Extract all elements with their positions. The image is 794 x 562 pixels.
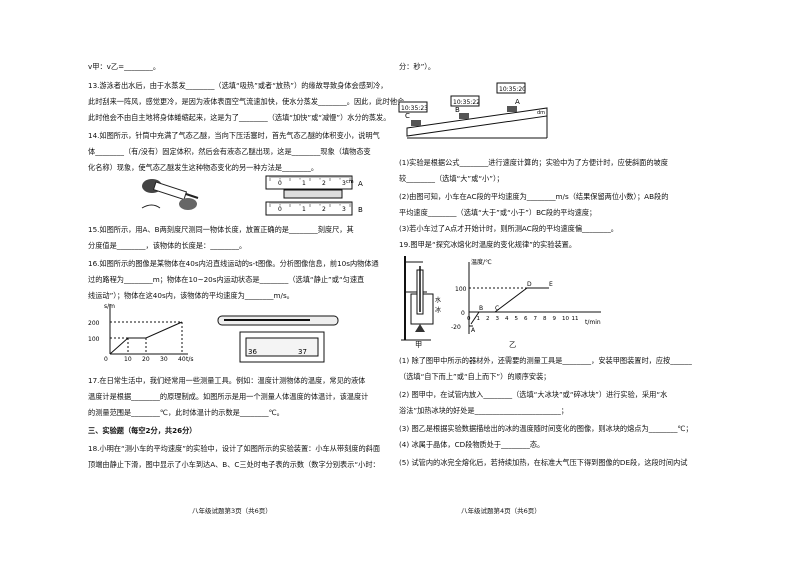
q19-part2-line1: (2) 图甲中，在试管内放入________（选填“大冰块”或“碎冰块”）进行实…: [399, 390, 668, 399]
q18-part1-line2: 较________（选填“大”或“小”）；: [399, 174, 504, 183]
q13-line1: 13.游泳者出水后，由于水蒸发________（选填“吸热”或者“放热”）的缘故…: [88, 81, 388, 90]
q16-line2: 过的路程为________m；物体在10~20s内运动状态是________（选…: [88, 275, 365, 284]
ruler-tick-1: 1: [302, 180, 306, 187]
thermo-label-37: 37: [298, 348, 307, 356]
q18-part1-line1: (1)实验是根据公式________进行速度计算的；实验中为了方便计时，应使斜面…: [399, 158, 668, 167]
ruler-figure: 0 1 2 3 cm A B 0 1 2 3: [265, 175, 363, 216]
thermometer-figure: 36 37: [217, 315, 339, 363]
melt-xtick: 2: [486, 316, 490, 322]
q19-part5: (5) 试管内的冰完全熔化后，若持续加热，在标准大气压下得到图像的DE段，这段时…: [399, 458, 688, 467]
point-c: C: [495, 305, 499, 312]
melt-xtick: 5: [515, 316, 519, 322]
melt-ytick-0: 0: [461, 310, 465, 317]
melt-xtick: 1: [477, 316, 481, 322]
ice-label: 冰: [435, 306, 441, 314]
ruler-b-tick-1: 1: [302, 206, 306, 213]
st-ytick-100: 100: [88, 336, 100, 343]
ruler-b-tick-0: 0: [278, 206, 282, 213]
melt-xtick: 10: [562, 316, 569, 322]
fig-label-jia: 甲: [415, 340, 423, 349]
st-xtick-20: 20: [142, 356, 150, 363]
apparatus-figure: 水 冰: [401, 256, 441, 341]
q18-line1: 18.小明在“测小车的平均速度”的实验中，设计了如图所示的实验装置：小车从带刻度…: [88, 444, 381, 453]
melt-xtick: 4: [505, 316, 509, 322]
ruler-label-b: B: [358, 206, 363, 214]
point-d: D: [527, 281, 532, 288]
q19-part2-line2: 浴法”加热冰块的好处是________________________；: [399, 406, 569, 415]
ramp-label-b: B: [455, 106, 460, 114]
q17-line2: 温度计是根据________的原理制成。如图所示是用一个测量人体温度的体温计，该…: [88, 392, 369, 401]
right-footer: 八年级试题第4页（共6页）: [461, 507, 541, 515]
ramp-label-c: C: [405, 112, 410, 120]
ramp-unit: dm: [537, 110, 545, 116]
ramp-figure: 10:35:23 10:35:22 10:35:20 C B A dm: [398, 82, 548, 139]
st-xtick-10: 10: [124, 356, 132, 363]
point-e: E: [549, 281, 553, 288]
melt-xtick: 11: [572, 316, 579, 322]
fig-label-yi: 乙: [509, 340, 517, 349]
melt-xtick: 7: [534, 316, 538, 322]
q19-part1-line2: （选填“自下而上”或“自上而下”）的顺序安装；: [399, 372, 551, 381]
water-label: 水: [435, 296, 441, 304]
st-xtick-0: 0: [104, 356, 108, 363]
q17-line3: 的测量范围是________℃，此时体温计的示数是________℃。: [88, 408, 284, 417]
q12-end: v甲：v乙=________。: [88, 62, 161, 71]
melt-xtick: 8: [543, 316, 547, 322]
q14-line3: 化名称）现象，使气态乙醚发生这种物态变化的另一种方法是________。: [88, 163, 319, 172]
melt-xtick: 3: [496, 316, 500, 322]
melt-xtick: 9: [553, 316, 557, 322]
q18-part2-line2: 平均速度________（选填“大于”或“小于”）BC段的平均速度；: [399, 208, 597, 217]
melt-ytick-neg20: -20: [451, 324, 461, 331]
q17-line1: 17.在日常生活中，我们经常用一些测量工具。例如：温度计测物体的温度，常见的液体: [88, 376, 366, 385]
left-footer: 八年级试题第3页（共6页）: [192, 507, 272, 515]
clock-b: 10:35:22: [453, 99, 480, 106]
q19-part3: (3) 图乙是根据实验数据描绘出的冰的温度随时间变化的图像，则冰块的熔点为___…: [399, 424, 693, 433]
ruler-tick-0: 0: [278, 180, 282, 187]
st-xtick-30: 30: [160, 356, 168, 363]
st-ylabel: s/m: [104, 303, 115, 310]
st-ytick-200: 200: [88, 320, 100, 327]
clock-a: 10:35:20: [499, 86, 526, 93]
q19-intro: 19.图甲是“探究冰熔化时温度的变化规律”的实验装置。: [399, 240, 577, 249]
ruler-b-tick-3: 3: [342, 206, 346, 213]
ruler-tick-2: 2: [322, 180, 326, 187]
q15-line2: 分度值是________，该物体的长度是：________。: [88, 241, 247, 250]
q16-line1: 16.如图所示的图像是某物体在40s内沿直线运动的s-t图像。分析图像信息，前1…: [88, 259, 379, 268]
ruler-unit: cm: [346, 179, 354, 185]
st-graph: s/m 200 100 0 10 20 30 40 t/s: [88, 303, 194, 363]
q18-continue: 分：秒”）。: [399, 62, 436, 71]
q13-line2: 此时他会不由自主地将身体蜷缩起来，这是为了________（选填“加快”或“减慢…: [88, 113, 391, 122]
q14-line2: 体________（有/没有）固定体积，然后会有液态乙醚出现，这是_______…: [88, 147, 371, 156]
q18-line2: 顶端由静止下滑，图中显示了小车到达A、B、C三处时电子表的示数（数字分别表示“小…: [88, 460, 380, 469]
q16-line3: 线运动”）；物体在这40s内，该物体的平均速度为________m/s。: [88, 291, 294, 300]
melt-xlabel: t/min: [585, 319, 601, 326]
q18-part3: (3)若小车过了A点才开始计时，则所测AC段的平均速度偏________。: [399, 224, 618, 233]
melt-xtick: 0: [467, 316, 471, 322]
thermo-label-36: 36: [248, 348, 257, 356]
q18-part2-line1: (2)由图可知，小车在AC段的平均速度为________m/s（结果保留两位小数…: [399, 192, 669, 201]
point-b: B: [479, 305, 483, 312]
q13-line3: 此时刮来一阵风，感觉更冷，是因为液体表面空气流速加快，使水分蒸发________…: [88, 97, 405, 106]
st-xlabel: t/s: [186, 356, 194, 363]
q15-line1: 15.如图所示，用A、B两刻度尺测同一物体长度，放置正确的是________刻度…: [88, 225, 354, 234]
q19-part1-line1: (1) 除了图甲中所示的器材外，还需要的测量工具是________，安装甲图装置…: [399, 356, 692, 365]
left-page: v甲：v乙=________。 13.游泳者出水后，由于水蒸发________（…: [88, 62, 404, 515]
ruler-b-tick-2: 2: [322, 206, 326, 213]
ruler-label-a: A: [358, 180, 363, 188]
melt-xtick: 6: [524, 316, 528, 322]
q19-part4: (4) 冰属于晶体，CD段物质处于________态。: [399, 440, 545, 449]
ruler-tick-3: 3: [342, 180, 346, 187]
st-xtick-40: 40: [178, 356, 186, 363]
q14-line1: 14.如图所示，针筒中充满了气态乙醚，当向下压活塞时，首先气态乙醚的体积变小，说…: [88, 131, 380, 140]
syringe-figure: [141, 179, 199, 210]
melt-ytick-100: 100: [455, 286, 467, 293]
ramp-label-a: A: [515, 98, 520, 106]
section-3-heading: 三、实验题（每空2分，共26分）: [88, 426, 197, 435]
clock-c: 10:35:23: [401, 105, 428, 112]
point-a: A: [471, 327, 476, 334]
melt-ylabel: 温度/℃: [471, 258, 492, 266]
right-page: 分：秒”）。 10:35:23 10:35:22 10:35:20 C B A …: [397, 0, 794, 562]
